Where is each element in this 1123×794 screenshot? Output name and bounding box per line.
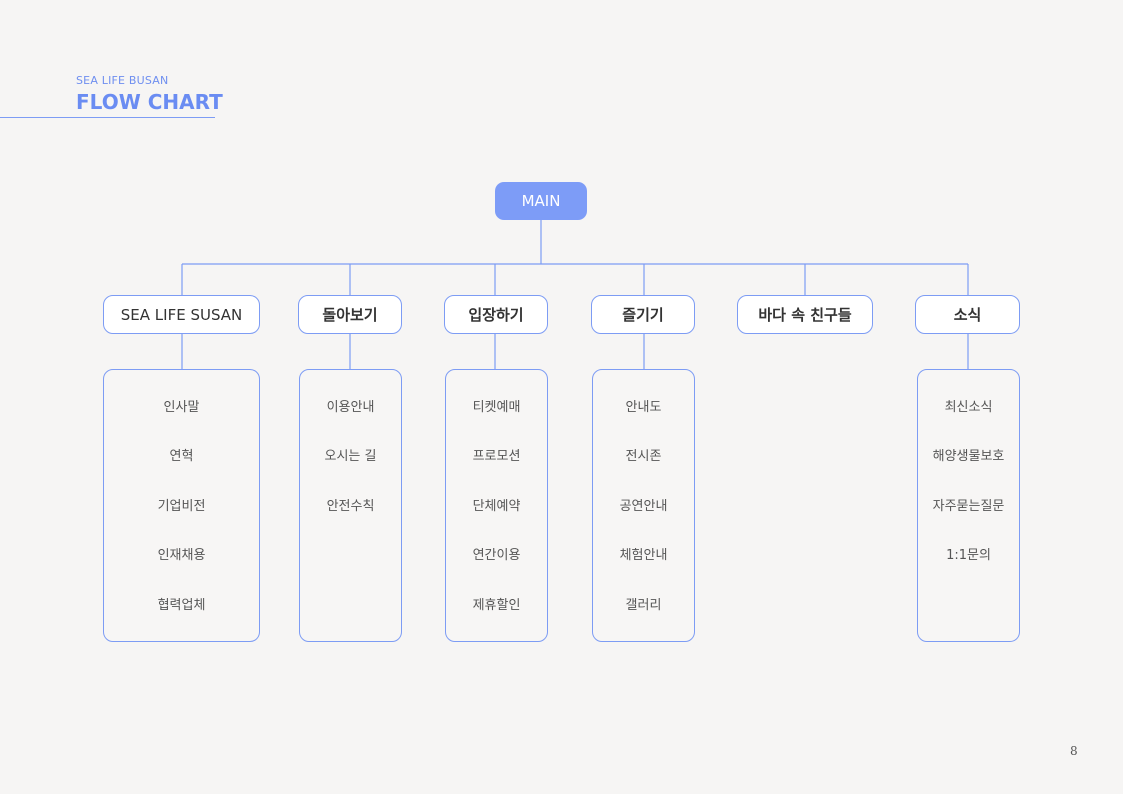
category-node-sea-life-susan: SEA LIFE SUSAN [103, 295, 260, 334]
sub-item: 프로모션 [472, 449, 521, 464]
category-node-admission: 입장하기 [444, 295, 548, 334]
subpanel-admission: 티켓예매 프로모션 단체예약 연간이용 제휴할인 [445, 369, 548, 642]
sub-item: 공연안내 [619, 499, 668, 514]
sub-item: 1:1문의 [946, 548, 991, 563]
sub-item: 자주묻는질문 [932, 499, 1005, 514]
sub-item: 연혁 [169, 449, 194, 464]
sub-item: 제휴할인 [472, 598, 521, 613]
sub-item: 이용안내 [326, 400, 375, 415]
category-node-enjoy: 즐기기 [591, 295, 695, 334]
main-node: MAIN [495, 182, 587, 220]
category-node-news: 소식 [915, 295, 1020, 334]
category-node-tour: 돌아보기 [298, 295, 402, 334]
subpanel-enjoy: 안내도 전시존 공연안내 체험안내 갤러리 [592, 369, 695, 642]
sub-item: 오시는 길 [324, 449, 377, 464]
sub-item: 티켓예매 [472, 400, 521, 415]
category-node-sea-friends: 바다 속 친구들 [737, 295, 873, 334]
sub-item: 해양생물보호 [932, 449, 1005, 464]
sub-item: 안전수칙 [326, 499, 375, 514]
sub-item: 협력업체 [157, 598, 206, 613]
header: SEA LIFE BUSAN FLOW CHART [76, 74, 223, 114]
subpanel-sea-life-susan: 인사말 연혁 기업비전 인재채용 협력업체 [103, 369, 260, 642]
sub-item: 전시존 [625, 449, 662, 464]
sub-item: 인사말 [163, 400, 200, 415]
header-subtitle: SEA LIFE BUSAN [76, 74, 169, 87]
sub-item: 기업비전 [157, 499, 206, 514]
sub-item: 연간이용 [472, 548, 521, 563]
sub-item: 체험안내 [619, 548, 668, 563]
subpanel-tour: 이용안내 오시는 길 안전수칙 [299, 369, 402, 642]
header-divider [0, 117, 215, 118]
sub-item: 인재채용 [157, 548, 206, 563]
sub-item: 갤러리 [625, 598, 662, 613]
sub-item: 단체예약 [472, 499, 521, 514]
sub-item: 안내도 [625, 400, 662, 415]
subpanel-news: 최신소식 해양생물보호 자주묻는질문 1:1문의 [917, 369, 1020, 642]
sub-item: 최신소식 [944, 400, 993, 415]
page-title: FLOW CHART [76, 90, 223, 114]
page-number: 8 [1070, 744, 1078, 758]
